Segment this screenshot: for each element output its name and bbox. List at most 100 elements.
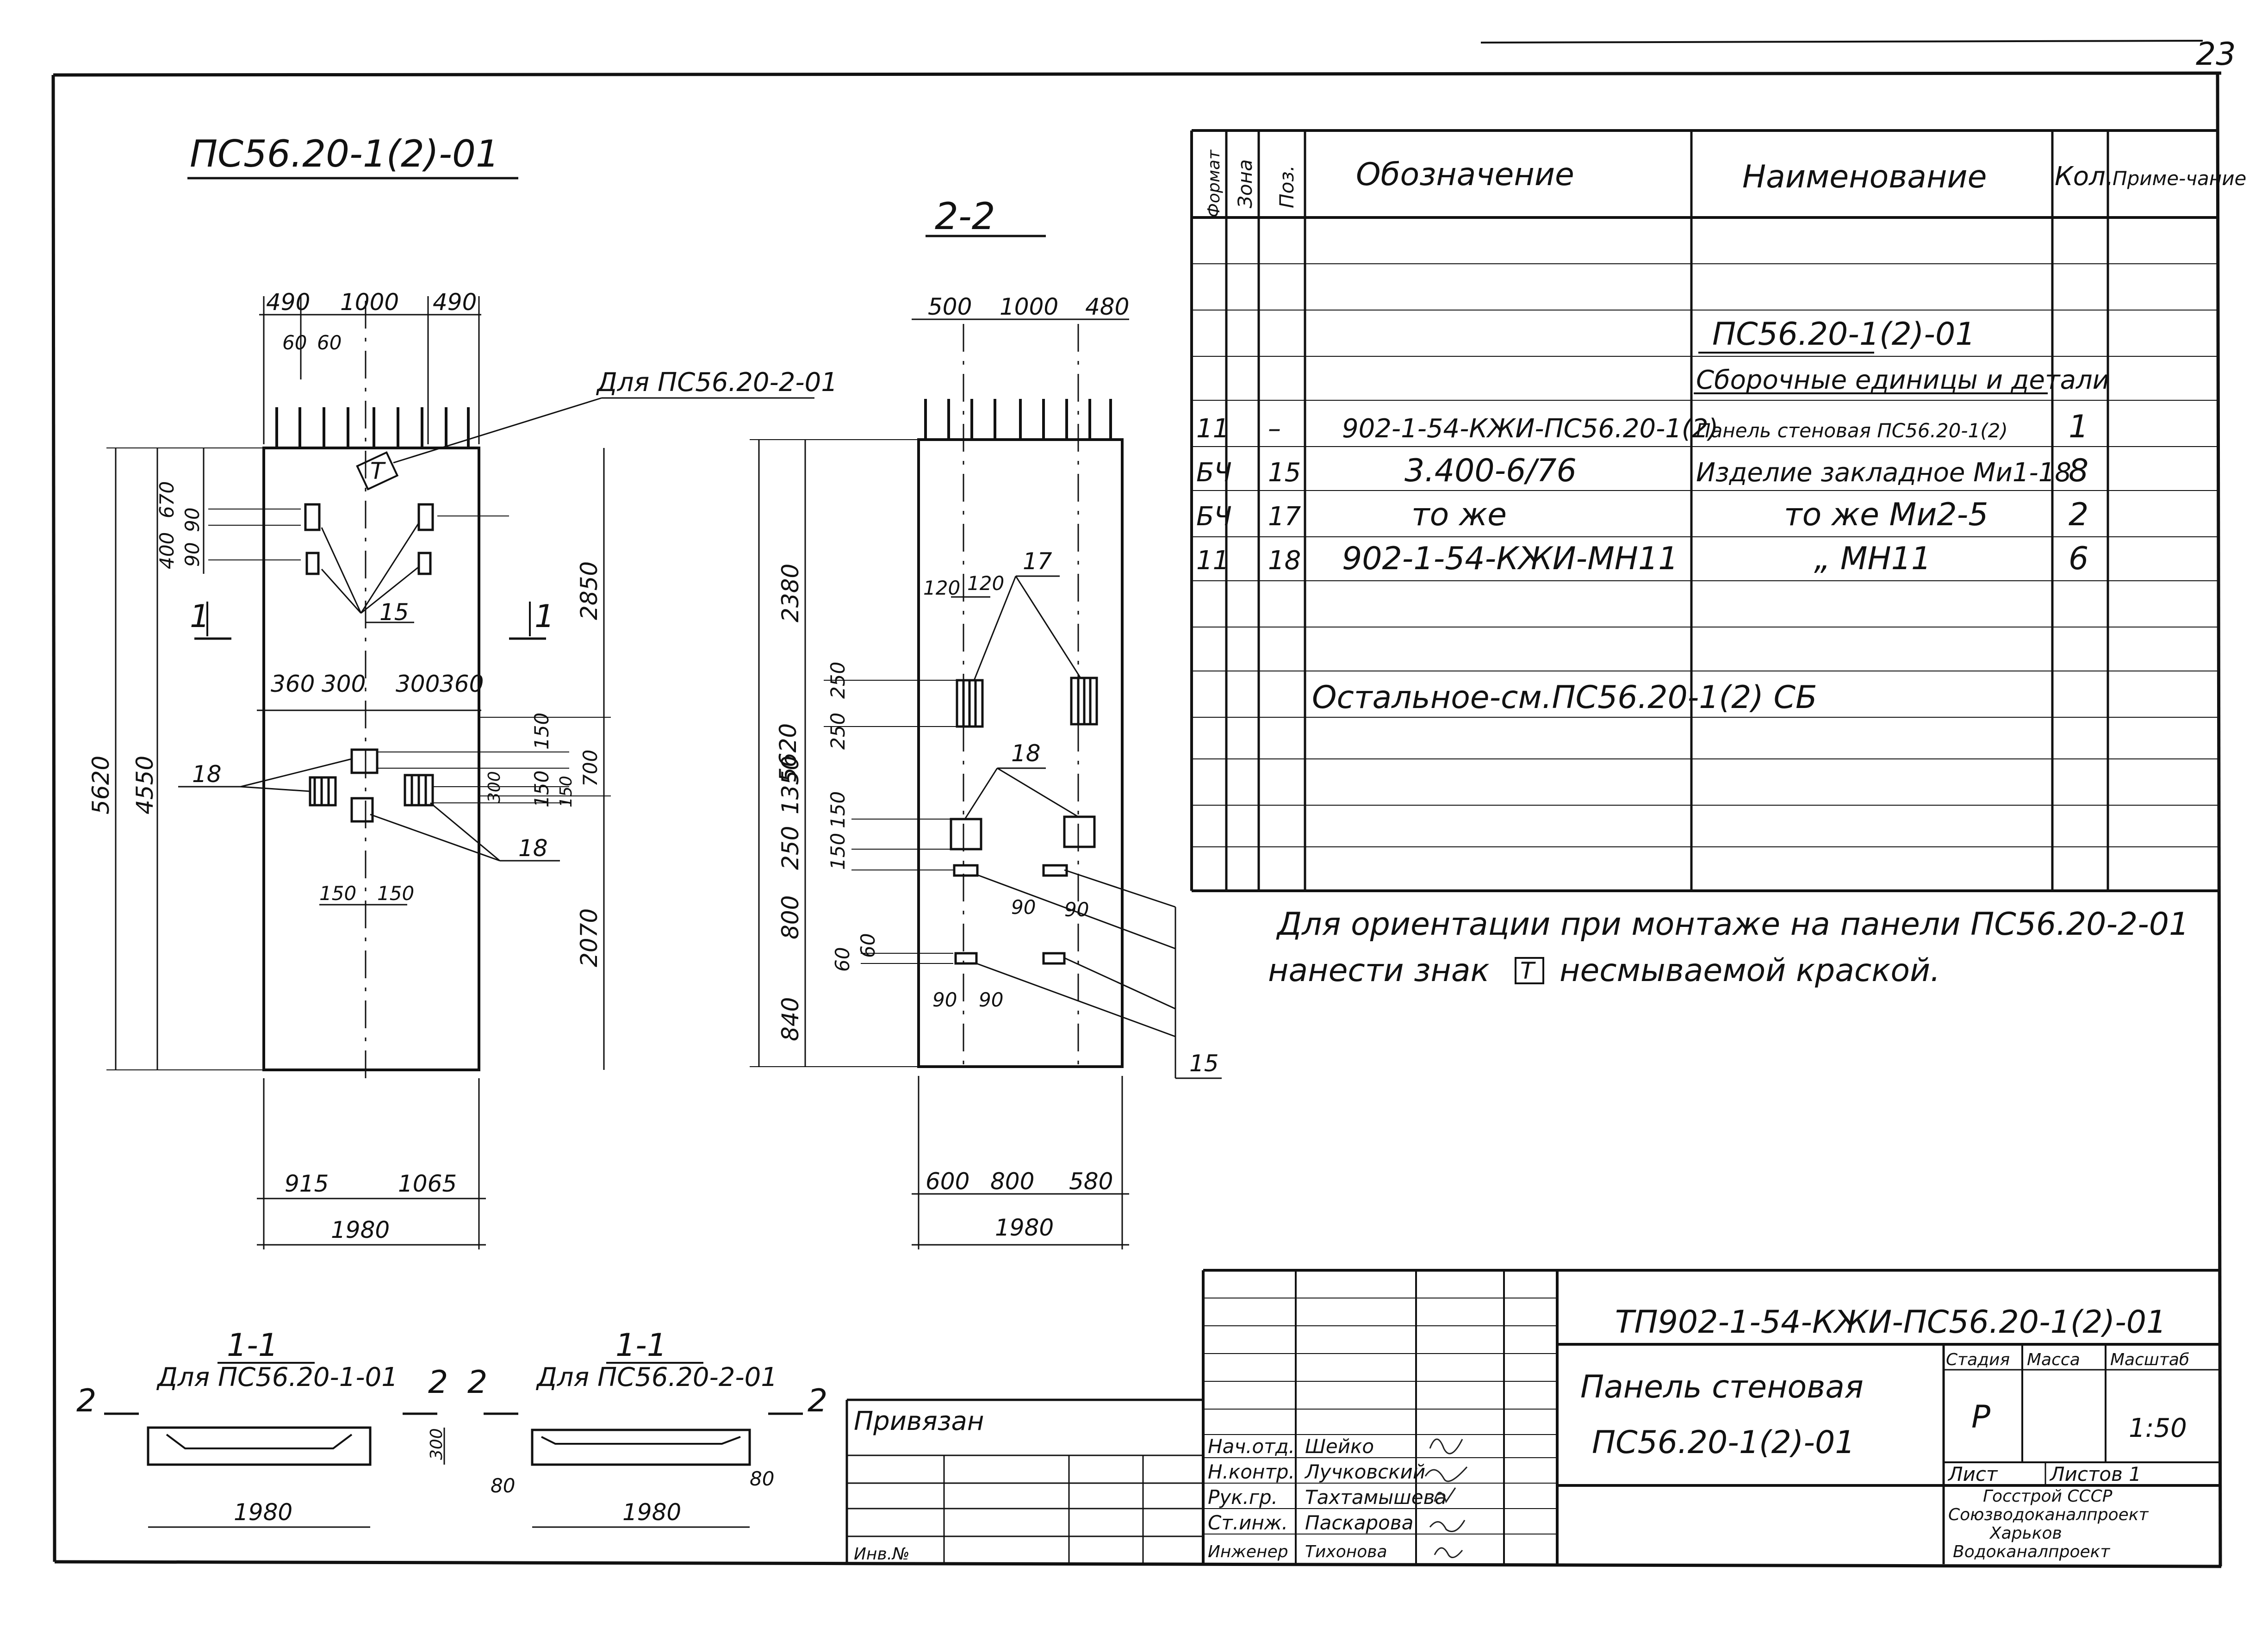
inv-label: Инв.№ [854,1545,910,1564]
svg-text:Т: Т [370,458,386,485]
tb-stage: Р [1971,1399,1990,1435]
main-left-overall-1: 5620 [87,756,114,814]
tb-roles: Нач.отд. Шейко Н.контр. Лучковский Рук.г… [1208,1435,1447,1561]
main-callout-note: Для ПС56.20-2-01 [596,367,838,398]
s11a-mark-right: 2 [428,1364,448,1401]
svg-text:11: 11 [1196,546,1229,576]
s22-small-6: 90 [979,988,1003,1011]
s22-bottom-dim-2: 800 [990,1168,1034,1195]
s11b-title: 1-1 [615,1327,667,1364]
svg-text:–: – [1268,414,1281,444]
spec-table-headers: Формат Зона Поз. Обозначение Наименовани… [1205,149,2246,217]
spec-footer-note: Остальное-см.ПС56.20-1(2) СБ [1312,679,1817,716]
svg-text:902-1-54-КЖИ-ПС56.20-1(2): 902-1-54-КЖИ-ПС56.20-1(2) [1342,414,1718,444]
tb-scale-label: Масштаб [2110,1350,2189,1369]
tb-org-4: Водоканалпроект [1953,1542,2110,1561]
svg-text:Шейко: Шейко [1305,1435,1374,1458]
s22-label-18: 18 [1011,740,1041,767]
svg-text:то же: то же [1411,497,1507,533]
title-block-grid [845,1269,2219,1564]
main-left-overall-2: 4550 [131,756,158,814]
tb-org-2: Союзводоканалпроект [1948,1505,2149,1524]
main-bottom-inner-2: 150 [377,882,414,905]
svg-text:„ МН11: „ МН11 [1814,540,1931,577]
svg-text:Тихонова: Тихонова [1305,1542,1387,1561]
tb-sheet-label: Лист [1947,1463,1998,1485]
svg-text:Нач.отд.: Нач.отд. [1208,1435,1295,1458]
s11a-width: 1980 [234,1499,292,1526]
s22-inner-dim-6: 60 [857,933,879,958]
s11a-dim-300: 300 [427,1428,446,1460]
sheet-number: 23 [2196,36,2236,73]
main-left-dim-1: 400 [155,532,178,569]
main-bottom-dim-2: 1065 [398,1170,457,1197]
signatures [1424,1438,1468,1559]
svg-text:БЧ: БЧ [1196,458,1232,488]
s22-inner-dim-2: 250 [826,713,849,750]
tb-org-3: Харьков [1989,1524,2062,1543]
note-line1: Для ориентации при монтаже на панели ПС5… [1276,906,2189,943]
s22-bottom-dim-1: 600 [926,1168,969,1195]
s22-left-dim-3: 1350 [777,756,804,814]
svg-text:Ст.инж.: Ст.инж. [1208,1511,1288,1534]
s11a-title: 1-1 [227,1327,278,1364]
svg-text:3.400-6/76: 3.400-6/76 [1404,453,1577,489]
tb-name-2: ПС56.20-1(2)-01 [1592,1424,1855,1461]
tb-scale: 1:50 [2129,1413,2187,1443]
main-left-dim-3: 90 [181,508,204,532]
main-right-dim-3: 700 [579,750,602,787]
spec-group-subtitle: Сборочные единицы и детали [1696,365,2109,395]
s22-left-dim-4: 250 [777,826,804,870]
section-1-1-a: 1-1 Для ПС56.20-1-01 2 2 300 1980 [76,1327,448,1528]
main-top-dim-1: 490 [266,289,310,316]
note-line2: нанести знак Т несмываемой краской. [1268,952,1940,989]
s11b-width: 1980 [622,1499,681,1526]
svg-text:Лучковский: Лучковский [1304,1460,1425,1483]
main-mid-dim-4: 360 [440,671,484,697]
svg-text:902-1-54-КЖИ-МН11: 902-1-54-КЖИ-МН11 [1342,540,1678,577]
s22-left-dim-5: 800 [777,895,804,939]
main-mid-right-1: 150 [530,713,553,750]
s22-inner-dim-4: 150 [826,833,849,870]
tb-org-1: Госстрой СССР [1983,1487,2113,1506]
s22-small-1: 120 [923,577,960,599]
s22-small-4: 90 [1064,898,1089,921]
main-mid-right-4: 150 [557,776,576,808]
spec-row-2: БЧ 15 3.400-6/76 Изделие закладное Ми1-1… [1196,453,2088,489]
s22-small-5: 90 [932,988,957,1011]
s11b-dim-2: 80 [750,1467,774,1490]
main-mid-dim-1: 360 [271,671,315,697]
spec-header-qty: Кол. [2055,162,2114,192]
main-bottom-inner-1: 150 [319,882,356,905]
tb-code: ТП902-1-54-КЖИ-ПС56.20-1(2)-01 [1615,1304,2166,1341]
s22-bottom-dim-3: 580 [1069,1168,1113,1195]
main-bottom-dim-1: 915 [285,1170,329,1197]
embedded-items-18 [309,748,434,823]
tb-stage-label: Стадия [1946,1350,2010,1369]
tb-sheets-label: Листов 1 [2049,1463,2141,1485]
main-mid-dim-2: 300 [322,671,366,697]
s11a-mark-left: 2 [76,1383,96,1419]
s11b-mark-left: 2 [467,1364,487,1401]
spec-row-3: БЧ 17 то же то же Ми2-5 2 [1196,497,2088,533]
s22-top-dim-3: 480 [1085,293,1129,320]
main-left-dim-4: 90 [181,542,204,567]
s22-left-dim-2: 2380 [777,564,804,622]
main-top-dim-3: 490 [433,289,477,316]
s22-label-15: 15 [1189,1050,1219,1077]
tb-name-1: Панель стеновая [1580,1369,1864,1405]
s22-top-dim-1: 500 [928,293,972,320]
spec-header-designation: Обозначение [1356,156,1574,193]
svg-text:Т: Т [1520,957,1536,984]
svg-text:Изделие закладное Ми1-18: Изделие закладное Ми1-18 [1696,458,2071,488]
s11b-subtitle: Для ПС56.20-2-01 [535,1362,777,1392]
main-view: ПС56.20-1(2)-01 490 1000 490 60 60 [87,132,838,1249]
svg-text:Панель стеновая ПС56.20-1(2): Панель стеновая ПС56.20-1(2) [1696,419,2008,442]
main-right-dim-1: 2850 [576,561,603,620]
svg-text:8: 8 [2069,453,2088,489]
svg-text:Паскарова: Паскарова [1305,1511,1413,1534]
main-label-18-right: 18 [518,835,548,862]
main-title: ПС56.20-1(2)-01 [190,132,499,175]
main-section-mark-right: 1 [534,598,554,635]
s22-label-17: 17 [1023,548,1052,575]
